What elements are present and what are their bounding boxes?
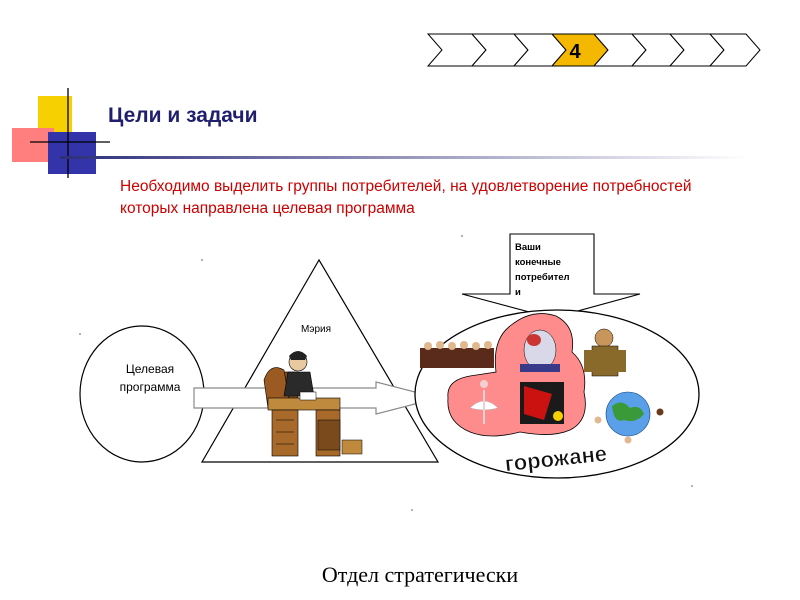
callout-line4: и [515, 287, 521, 298]
crowd-clipart [420, 341, 494, 368]
flag-clipart [520, 382, 564, 424]
program-label-line2: программа [120, 380, 181, 394]
program-circle: Целевая программа [79, 325, 205, 463]
ballerina-clipart [469, 380, 499, 424]
scatter-dots [79, 235, 693, 511]
callout-line2: конечные [515, 257, 561, 268]
title-rule [60, 156, 750, 159]
callout-line3: потребител [515, 272, 570, 283]
mascot-clipart [520, 329, 560, 372]
mayor-label: Мэрия [301, 324, 331, 335]
globe-clipart [594, 391, 664, 444]
program-label-line1: Целевая [126, 362, 174, 376]
progress-chevrons: 4 [426, 33, 761, 67]
title-decoration [12, 88, 110, 178]
citizens-ellipse: горожане [414, 309, 700, 479]
footer-text: Отдел стратегически [321, 562, 519, 587]
consumers-callout: Ваши конечные потребител и [461, 233, 641, 319]
slide-number: 4 [569, 41, 581, 63]
page-title: Цели и задачи [108, 104, 258, 127]
subtitle-text: Необходимо выделить группы потребителей,… [120, 178, 692, 217]
worker-clipart [584, 328, 626, 377]
clerk-clipart [263, 351, 363, 457]
callout-line1: Ваши [515, 242, 541, 253]
